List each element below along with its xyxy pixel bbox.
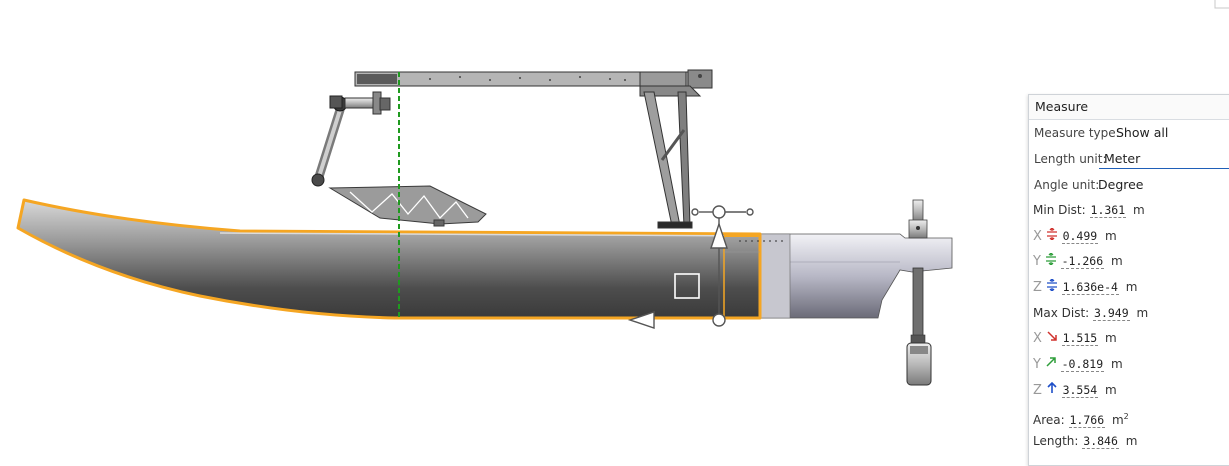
crane-mast[interactable]	[643, 91, 693, 229]
area-row: Area: 1.766 m2	[1029, 404, 1229, 430]
max-dist-unit: m	[1136, 305, 1149, 320]
max-x-row: X 1.515 m	[1029, 326, 1229, 352]
panel-title: Measure	[1029, 95, 1229, 120]
cad-viewport[interactable]	[0, 0, 1229, 452]
min-dist-row: Min Dist: 1.361 m	[1029, 198, 1229, 224]
min-dist-unit: m	[1132, 203, 1145, 217]
length-value[interactable]: 3.846	[1082, 434, 1119, 450]
angle-unit-label: Angle unit:	[1034, 178, 1100, 192]
min-z-row: Z 1.636e-4 m	[1029, 275, 1229, 301]
arrow-down-right-icon	[1047, 331, 1057, 342]
length-row: Length: 3.846 m	[1029, 429, 1229, 455]
length-unit-row: Length unit: Meter ▼	[1029, 146, 1229, 172]
min-x-unit: m	[1105, 228, 1117, 243]
length-unit-select[interactable]: Meter	[1099, 149, 1229, 169]
crane-arm[interactable]	[311, 91, 391, 187]
min-dist-label: Min Dist:	[1033, 203, 1086, 217]
max-z-value[interactable]: 3.554	[1061, 382, 1099, 398]
max-y-unit: m	[1110, 357, 1123, 372]
max-x-value[interactable]: 1.515	[1061, 331, 1099, 347]
model-canvas[interactable]	[0, 0, 1229, 452]
hull-selected[interactable]	[16, 198, 783, 320]
min-x-value[interactable]: 0.499	[1061, 228, 1099, 244]
angle-unit-value: Degree	[1098, 177, 1144, 192]
max-dist-value[interactable]: 3.949	[1093, 305, 1130, 321]
angle-unit-row: Angle unit: Degree ▼	[1029, 172, 1229, 198]
min-x-row: X 0.499 m	[1029, 224, 1229, 250]
axis-x-label: X	[1033, 331, 1042, 347]
axis-z-icon	[1046, 278, 1057, 292]
max-y-value[interactable]: -0.819	[1060, 357, 1105, 373]
max-dist-label: Max Dist:	[1033, 305, 1090, 320]
axis-y-label: Y	[1033, 357, 1041, 373]
length-label: Length:	[1033, 434, 1079, 449]
arrow-up-right-icon	[1046, 357, 1056, 367]
measure-type-select[interactable]: Show all	[1111, 123, 1229, 142]
axis-x-label: X	[1033, 228, 1042, 244]
axis-z-label: Z	[1033, 280, 1042, 296]
max-z-row: Z 3.554 m	[1029, 378, 1229, 404]
length-unit: m	[1125, 434, 1138, 449]
axis-z-label: Z	[1033, 382, 1042, 398]
measure-type-label: Measure type:	[1034, 126, 1120, 140]
max-x-unit: m	[1105, 331, 1117, 346]
min-z-value[interactable]: 1.636e-4	[1061, 280, 1119, 296]
min-y-value[interactable]: -1.266	[1060, 254, 1105, 270]
area-unit: m2	[1111, 411, 1129, 427]
axis-y-label: Y	[1033, 254, 1041, 270]
deck-truss[interactable]	[328, 185, 487, 227]
length-unit-label: Length unit:	[1034, 152, 1107, 166]
manipulator-triad[interactable]	[627, 205, 754, 329]
stern-section[interactable]	[759, 233, 953, 319]
min-z-unit: m	[1125, 280, 1138, 295]
crane-boom[interactable]	[354, 69, 713, 97]
max-dist-row: Max Dist: 3.949 m	[1029, 301, 1229, 327]
area-label: Area:	[1033, 412, 1065, 427]
min-dist-value[interactable]: 1.361	[1089, 203, 1127, 218]
min-y-row: Y -1.266 m	[1029, 249, 1229, 275]
measure-panel[interactable]: Measure Measure type: Show all ▼ Length …	[1028, 94, 1229, 466]
arrow-up-icon	[1047, 381, 1057, 393]
measure-type-row: Measure type: Show all ▼	[1029, 120, 1229, 146]
min-y-unit: m	[1110, 254, 1123, 269]
max-y-row: Y -0.819 m	[1029, 352, 1229, 378]
max-z-unit: m	[1105, 382, 1117, 397]
length-unit-value: Meter	[1104, 151, 1141, 166]
area-value[interactable]: 1.766	[1068, 412, 1106, 428]
axis-x-icon	[1046, 226, 1057, 241]
angle-unit-select[interactable]: Degree	[1093, 175, 1229, 194]
measure-type-value: Show all	[1116, 125, 1169, 140]
rudder-assembly[interactable]	[906, 199, 932, 386]
axis-y-icon	[1045, 252, 1056, 267]
